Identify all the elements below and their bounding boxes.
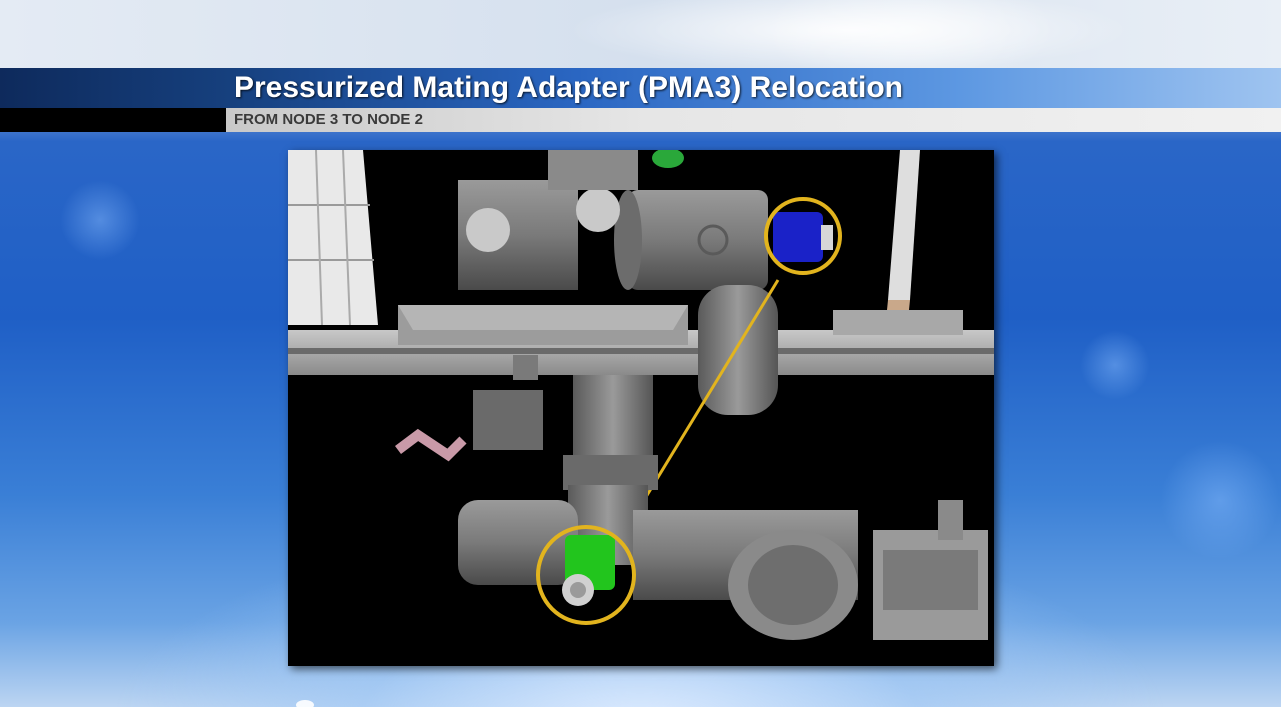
lower-modules bbox=[458, 500, 988, 640]
subtitle-band-left bbox=[0, 108, 226, 132]
iss-diagram-image bbox=[288, 150, 994, 666]
pma3-destination-highlight bbox=[536, 525, 636, 625]
upper-modules bbox=[458, 150, 778, 415]
slide-subtitle: FROM NODE 3 TO NODE 2 bbox=[234, 111, 423, 128]
subtitle-band bbox=[226, 108, 1281, 132]
main-truss bbox=[288, 305, 994, 375]
footer-decoration bbox=[296, 700, 314, 707]
solar-array-left bbox=[288, 150, 378, 326]
robotic-arm bbox=[395, 355, 543, 462]
background-glow bbox=[1160, 440, 1280, 560]
title-band bbox=[0, 68, 1281, 108]
pma3-origin-highlight bbox=[764, 197, 842, 275]
background-glow bbox=[1080, 330, 1150, 400]
iss-render-svg bbox=[288, 150, 994, 640]
background-glow bbox=[60, 180, 140, 260]
solar-array-right bbox=[886, 150, 920, 320]
slide-title: Pressurized Mating Adapter (PMA3) Reloca… bbox=[234, 71, 903, 104]
